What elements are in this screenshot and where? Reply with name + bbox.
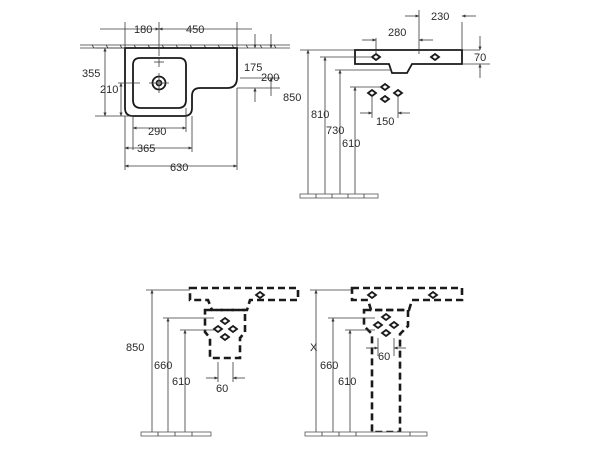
dim-610: 610 (342, 138, 360, 150)
dim-x: X (310, 342, 318, 354)
dim-630: 630 (170, 162, 188, 174)
floor-line (304, 431, 428, 437)
tap-hole-icon (429, 52, 441, 62)
fitting-icon (372, 312, 400, 338)
tap-hole-icon (366, 290, 378, 300)
front-view: 150 230 280 70 850 810 730 610 (283, 10, 490, 199)
dim-610-full: 610 (338, 376, 356, 388)
basin-dashed-outline (188, 286, 300, 312)
dim-180: 180 (134, 24, 152, 36)
dim-660-full: 660 (320, 360, 338, 372)
tap-hole-icon (254, 290, 266, 300)
half-pedestal-dashed (203, 308, 247, 360)
dim-850: 850 (283, 92, 301, 104)
tap-hole-icon (427, 290, 439, 300)
dim-60: 60 (216, 383, 228, 395)
dim-730: 730 (326, 125, 344, 137)
half-pedestal-view: 60 850 660 610 (126, 286, 300, 437)
dim-660-half: 660 (154, 360, 172, 372)
dim-355: 355 (82, 68, 100, 80)
fitting-icon (212, 316, 239, 342)
tap-hole-icon (370, 52, 382, 62)
floor-line (299, 193, 379, 199)
dim-810: 810 (311, 109, 329, 121)
full-pedestal-view: 60 X 660 610 (304, 286, 464, 437)
basin-outline-front (354, 49, 463, 74)
basin-dashed-outline (350, 286, 464, 312)
top-view: 180 450 355 210 175 200 290 365 630 (80, 22, 290, 174)
dim-230: 230 (431, 11, 449, 23)
dim-290: 290 (148, 126, 166, 138)
dim-610-half: 610 (172, 376, 190, 388)
dim-200: 200 (261, 72, 279, 84)
fitting-icon (366, 82, 404, 104)
dim-175: 175 (244, 62, 262, 74)
dim-210: 210 (100, 84, 118, 96)
dim-365: 365 (137, 143, 155, 155)
floor-line (140, 431, 212, 437)
dim-60-full: 60 (378, 351, 390, 363)
full-pedestal-dashed (362, 308, 410, 434)
dim-450: 450 (186, 24, 204, 36)
tap-hole-icon (154, 57, 164, 67)
dim-280: 280 (388, 27, 406, 39)
dim-70: 70 (474, 52, 486, 64)
dim-150: 150 (376, 116, 394, 128)
drain-icon (149, 73, 169, 93)
dim-850-half: 850 (126, 342, 144, 354)
